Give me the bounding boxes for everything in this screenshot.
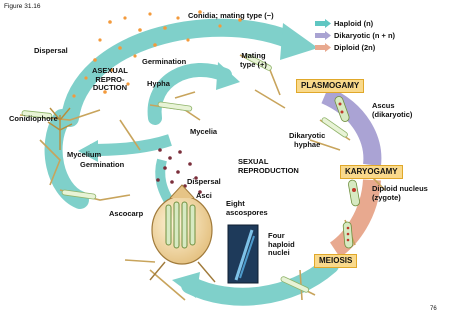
meiosis-label: MEIOSIS <box>314 254 357 268</box>
dikaryotic-line-2: hyphae <box>289 141 325 150</box>
mycelia-label: Mycelia <box>190 128 217 137</box>
asci-label: Asci <box>196 192 212 201</box>
hypha-label: Hypha <box>147 80 170 89</box>
sexual-reproduction-label: SEXUAL REPRODUCTION <box>238 158 299 175</box>
dispersal-top-label: Dispersal <box>34 47 68 56</box>
diploid-nucleus-label: Diploid nucleus (zygote) <box>372 185 428 202</box>
ascus-line-2: (dikaryotic) <box>372 111 412 120</box>
haploid-arrow-icon <box>315 19 331 28</box>
four-haploid-nuclei-label: Four haploid nuclei <box>268 232 295 258</box>
legend-item-dikaryotic: Dikaryotic (n + n) <box>315 31 395 40</box>
conidiophore-label: Conidiophore <box>9 115 58 124</box>
dispersal-bottom-label: Dispersal <box>187 178 221 187</box>
diploid-line-2: (zygote) <box>372 194 428 203</box>
mycelium-label: Mycelium <box>67 151 101 160</box>
legend-label-diploid: Diploid (2n) <box>334 43 375 52</box>
four-line-3: nuclei <box>268 249 295 258</box>
mating-line-2: type (+) <box>240 61 267 70</box>
eight-ascospores-label: Eight ascospores <box>226 200 268 217</box>
plasmogamy-label: PLASMOGAMY <box>296 79 364 93</box>
page-number: 76 <box>430 306 437 312</box>
asexual-line-3: DUCTION <box>92 84 128 93</box>
diploid-arrow-icon <box>315 43 331 52</box>
dikaryotic-arrow <box>325 95 372 165</box>
asexual-reproduction-label: ASEXUAL REPRO- DUCTION <box>92 67 128 93</box>
conidia-label: Conidia; mating type (−) <box>188 12 274 21</box>
ascus-dikaryotic-label: Ascus (dikaryotic) <box>372 102 412 119</box>
sexual-line-2: REPRODUCTION <box>238 167 299 176</box>
ascocarp-label: Ascocarp <box>109 210 143 219</box>
mating-type-label: Mating type (+) <box>240 52 267 69</box>
dikaryotic-hyphae-label: Dikaryotic hyphae <box>289 132 325 149</box>
legend-label-haploid: Haploid (n) <box>334 19 373 28</box>
germination-bottom-label: Germination <box>80 161 124 170</box>
figure-label: Figure 31.16 <box>4 3 41 12</box>
legend-item-diploid: Diploid (2n) <box>315 43 375 52</box>
eight-line-2: ascospores <box>226 209 268 218</box>
haploid-return-arrow <box>90 140 170 150</box>
ascospore-micrograph <box>228 225 258 283</box>
germination-top-label: Germination <box>142 58 186 67</box>
legend-label-dikaryotic: Dikaryotic (n + n) <box>334 31 395 40</box>
dikaryotic-arrow-icon <box>315 31 331 40</box>
haploid-arrowhead-top <box>280 23 318 60</box>
legend-item-haploid: Haploid (n) <box>315 19 373 28</box>
haploid-bottom-arrowhead <box>172 272 200 298</box>
asexual-arrowhead <box>216 62 240 90</box>
karyogamy-label: KARYOGAMY <box>340 165 403 179</box>
